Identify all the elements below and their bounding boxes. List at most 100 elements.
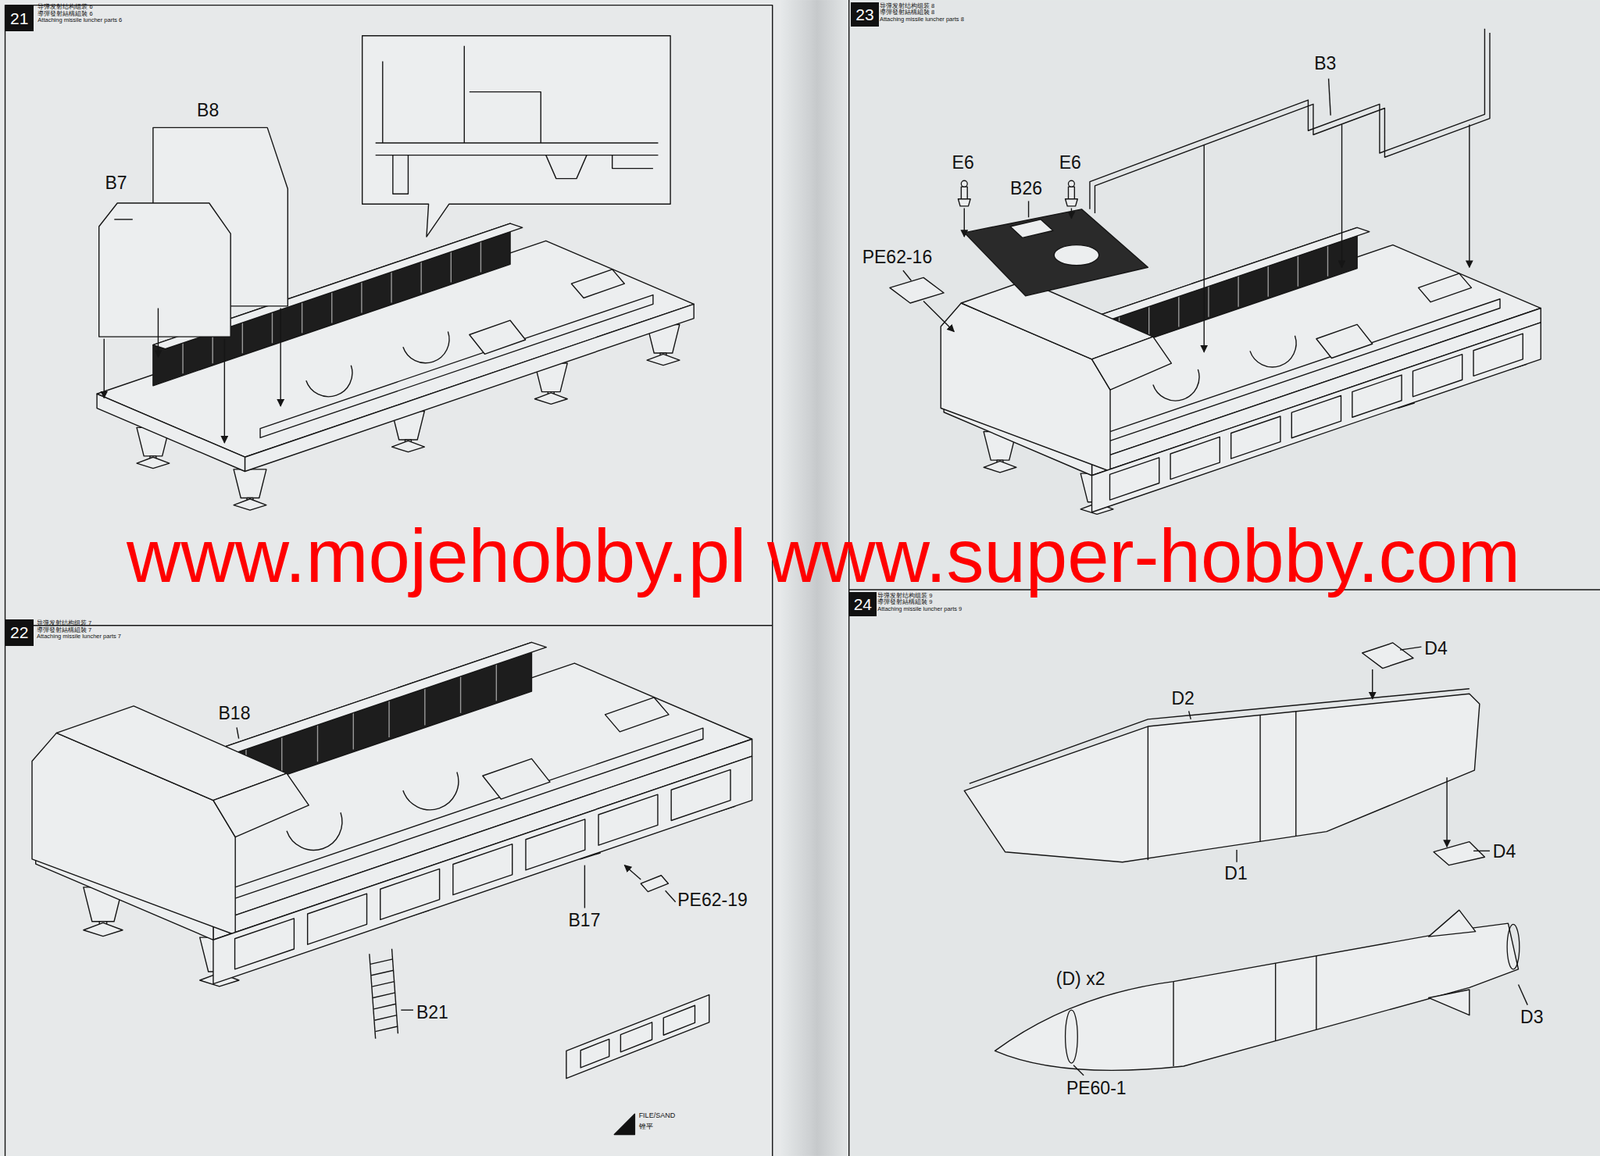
- canister-band: [1147, 726, 1149, 861]
- step-number-text: 21: [10, 9, 29, 28]
- step-header: 导弹发射结构组装 9: [877, 592, 933, 600]
- foot-pad: [646, 353, 680, 365]
- step-number: 21: [5, 5, 35, 33]
- missile-canister: [964, 693, 1480, 863]
- inset-detail: [382, 60, 383, 143]
- part-label: D4: [1492, 842, 1516, 862]
- plate-box: [1010, 219, 1054, 239]
- pin-head: [960, 180, 968, 187]
- launcher-chassis: [32, 642, 753, 986]
- part-label: B8: [196, 100, 219, 121]
- step-number: 24: [849, 592, 877, 617]
- access-hatch: [620, 1022, 652, 1053]
- access-hatch: [1473, 333, 1523, 376]
- part-label: B21: [416, 1003, 449, 1023]
- missile-fin: [1428, 989, 1470, 1016]
- part-label: B3: [1314, 53, 1336, 74]
- assembly-arrow: [1341, 124, 1343, 268]
- cradle: [403, 772, 459, 811]
- deck-block: [571, 269, 625, 299]
- missile-band: [1275, 963, 1276, 1041]
- fin-part: [1433, 842, 1485, 866]
- ladder-rung: [371, 970, 394, 976]
- foot-pad: [983, 460, 1017, 472]
- step-header: Attaching missile luncher parts 6: [37, 17, 122, 24]
- end-housing-top: [213, 773, 309, 838]
- ladder-rung: [372, 992, 396, 999]
- leader-line: [1328, 78, 1332, 116]
- panel-frame: [5, 625, 773, 626]
- missile-fin: [1428, 910, 1476, 937]
- part-label: B18: [218, 703, 251, 724]
- inset-detail: [375, 142, 659, 143]
- inset-detail: [469, 92, 541, 143]
- missile-band: [1172, 982, 1174, 1067]
- pin: [960, 186, 968, 200]
- side-panel: [1092, 322, 1542, 513]
- step-header: Attaching missile luncher parts 9: [877, 606, 962, 613]
- foot-pad: [83, 922, 123, 936]
- missile-band: [1315, 956, 1317, 1030]
- assembly-arrow: [624, 865, 641, 880]
- assembly-arrow: [103, 339, 105, 399]
- part-label: E6: [1059, 153, 1082, 173]
- part-label: (D) x2: [1056, 969, 1106, 990]
- hatch-ring: [1053, 245, 1099, 266]
- step-header: 導彈發射結構組裝 8: [879, 9, 935, 16]
- part-label: PE60-1: [1066, 1078, 1127, 1099]
- deck-block: [482, 758, 550, 800]
- leader-line: [236, 727, 240, 739]
- note-label: 锉平: [639, 1123, 654, 1132]
- cradle: [286, 812, 343, 850]
- part-label: B7: [105, 173, 128, 193]
- access-hatch: [380, 868, 440, 920]
- pin-base: [1065, 199, 1079, 207]
- file-icon: [614, 1114, 635, 1135]
- support-leg: [233, 469, 267, 499]
- access-hatch: [1352, 375, 1402, 418]
- leader-line: [1073, 1065, 1084, 1076]
- access-hatch: [235, 918, 295, 970]
- ladder-rung: [370, 959, 393, 965]
- note-label: FILE/SAND: [639, 1112, 676, 1121]
- step-21-parts: [99, 127, 289, 443]
- access-hatch: [598, 794, 658, 846]
- assembly-arrow: [279, 308, 281, 407]
- leader-line: [1235, 850, 1237, 863]
- cradle: [1250, 335, 1297, 368]
- inset-frame: [362, 35, 671, 237]
- canister-edge: [969, 689, 1470, 784]
- access-hatch: [1170, 436, 1220, 479]
- detail-inset: [362, 35, 671, 237]
- step-number-text: 24: [853, 595, 872, 614]
- inset-detail: [392, 155, 409, 195]
- ladder: [369, 953, 376, 1039]
- inset-detail: [375, 154, 659, 156]
- deck-rail: [231, 728, 703, 900]
- access-hatch: [1412, 354, 1462, 397]
- assembly-arrow: [1203, 145, 1205, 353]
- leader-line: [665, 890, 676, 902]
- step-number-text: 22: [10, 623, 29, 642]
- fin-part: [1362, 642, 1414, 669]
- part-label: E6: [952, 153, 975, 173]
- etched-part: [889, 277, 944, 304]
- pin-head: [1068, 180, 1075, 187]
- step-24-parts: [964, 642, 1528, 1076]
- leader-line: [1518, 984, 1529, 1005]
- step-22-parts: [236, 727, 710, 1135]
- part-label: D4: [1424, 639, 1447, 659]
- pin-base: [957, 199, 971, 207]
- assembly-arrow: [1446, 777, 1447, 847]
- foot-pad: [136, 457, 170, 468]
- cradle: [306, 365, 353, 397]
- platform-plate: [964, 209, 1148, 297]
- step-number-text: 23: [855, 5, 874, 24]
- ladder-rung: [373, 1003, 397, 1010]
- nose-ring: [1065, 1010, 1079, 1064]
- inset-detail: [546, 155, 587, 179]
- foot-pad: [392, 440, 425, 452]
- access-hatch: [307, 893, 368, 945]
- access-hatch: [663, 1005, 695, 1036]
